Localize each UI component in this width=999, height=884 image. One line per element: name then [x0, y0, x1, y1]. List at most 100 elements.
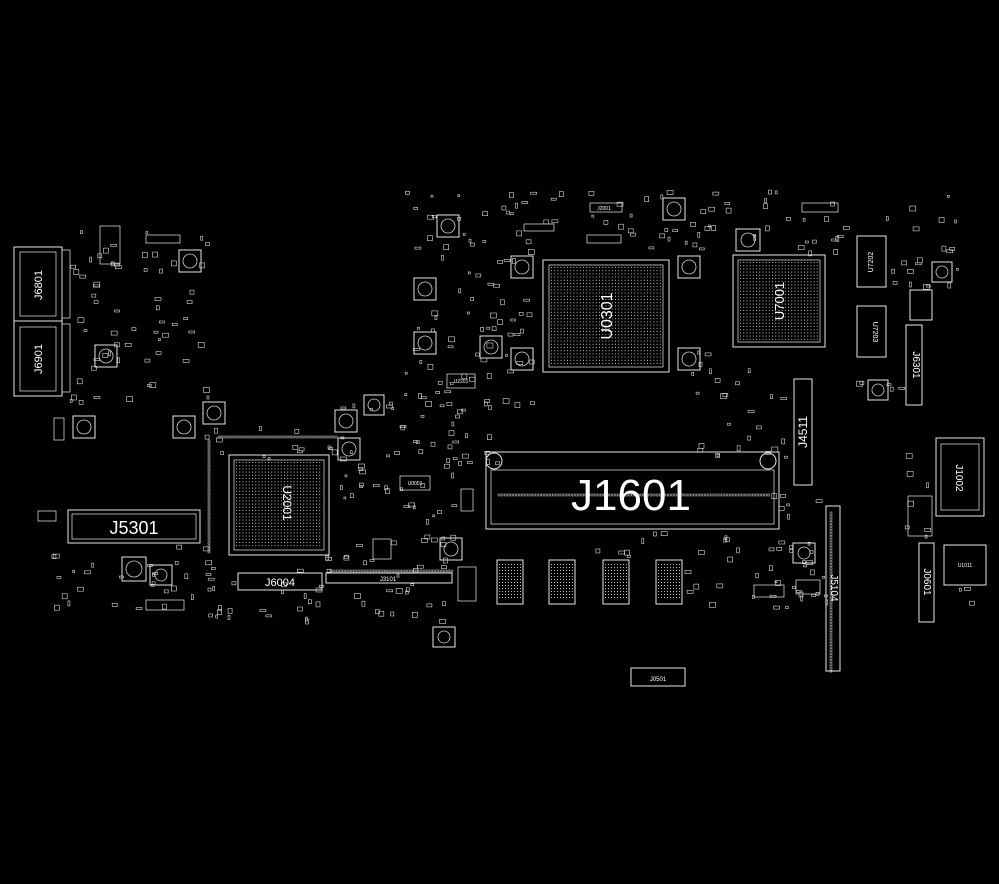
bga-ball: [749, 268, 751, 270]
bga-ball: [781, 262, 783, 263]
bga-ball: [756, 338, 757, 340]
bga-ball: [621, 283, 623, 284]
connector-pin: [646, 493, 650, 497]
bga-ball: [749, 281, 751, 283]
component-pad: [648, 246, 655, 250]
bga-ball: [650, 289, 652, 291]
bga-ball: [756, 287, 757, 289]
bga-ball: [306, 542, 308, 543]
bga-ball: [653, 270, 655, 272]
bga-ball: [740, 281, 741, 283]
bga-ball: [592, 283, 594, 284]
bga-ball: [239, 510, 241, 511]
bga-ball: [316, 465, 317, 467]
bga-ball: [816, 335, 818, 337]
bga-ball: [560, 343, 562, 345]
bga-ball: [570, 311, 572, 313]
bga-ball: [740, 290, 741, 292]
bga-ball: [650, 308, 652, 310]
bga-ball: [271, 510, 273, 511]
bga-ball: [634, 299, 636, 300]
bga-ball: [813, 306, 815, 308]
bga-ball: [650, 295, 652, 297]
bga-ball: [274, 462, 276, 463]
bga-ball: [599, 299, 600, 300]
bga-ball: [656, 331, 658, 332]
bga-ball: [647, 350, 648, 352]
bga-ball: [772, 338, 773, 340]
bga-ball: [303, 526, 305, 527]
bga-ball: [624, 321, 626, 323]
bga-ball: [583, 295, 584, 297]
bga-ball: [762, 262, 764, 263]
bga-ball: [567, 331, 568, 332]
bga-ball: [563, 585, 564, 586]
bga-ball: [797, 306, 799, 308]
bga-ball: [316, 522, 317, 524]
component-pad: [725, 537, 730, 543]
bga-ball: [807, 271, 809, 273]
bga-ball: [791, 335, 793, 337]
bga-ball: [775, 332, 777, 334]
bga-ball: [659, 340, 661, 342]
component-pad: [430, 194, 434, 198]
bga-ball: [634, 311, 636, 313]
bga-ball: [679, 573, 680, 574]
bga-ball: [653, 289, 655, 291]
bga-ball: [740, 287, 741, 289]
bga-ball: [586, 305, 588, 307]
bga-ball: [296, 487, 298, 489]
component-pad: [775, 580, 781, 586]
bga-ball: [627, 359, 629, 361]
bga-ball: [621, 299, 623, 300]
bga-ball: [245, 510, 247, 511]
connector-pin: [758, 493, 761, 497]
connector-pin: [609, 493, 612, 497]
component-pad: [391, 407, 395, 410]
bga-ball: [602, 273, 604, 275]
bga-ball: [280, 462, 282, 463]
bga-ball: [631, 318, 632, 320]
bga-ball: [309, 490, 311, 492]
bga-ball: [781, 310, 783, 311]
bga-ball: [659, 270, 661, 272]
bga-ball: [319, 506, 321, 508]
bga-ball: [258, 516, 260, 518]
bga-ball: [316, 468, 317, 470]
connector-pin: [739, 493, 743, 497]
bga-ball: [816, 332, 818, 334]
component-pad: [441, 254, 444, 261]
bga-ball: [810, 284, 812, 286]
component-pad: [441, 565, 447, 570]
bga-ball: [656, 273, 658, 275]
bga-ball: [599, 343, 600, 345]
bga-ball: [605, 340, 607, 342]
connector-pin: [316, 435, 320, 439]
bga-ball: [650, 270, 652, 272]
bga-ball: [627, 324, 629, 326]
bga-ball: [647, 292, 648, 294]
component-pad: [926, 482, 929, 489]
component-pad: [466, 461, 473, 464]
bga-ball: [514, 576, 515, 577]
bga-ball: [560, 311, 562, 313]
bga-ball: [264, 519, 266, 521]
bga-ball: [804, 278, 805, 279]
bga-ball: [800, 265, 802, 267]
bga-ball: [567, 359, 568, 361]
bga-ball: [608, 270, 610, 272]
bga-ball: [778, 319, 780, 321]
bga-ball: [583, 311, 584, 313]
connector-pin: [207, 532, 211, 536]
bga-ball: [306, 494, 308, 495]
bga-ball: [775, 287, 777, 289]
bga-ball: [579, 327, 581, 329]
bga-ball: [569, 597, 570, 598]
bga-ball: [296, 497, 298, 499]
bga-ball: [567, 289, 568, 291]
bga-ball: [499, 570, 500, 571]
bga-ball: [658, 564, 659, 565]
component-pad: [427, 235, 433, 241]
bga-ball: [287, 462, 289, 463]
connector-pin: [541, 493, 544, 497]
